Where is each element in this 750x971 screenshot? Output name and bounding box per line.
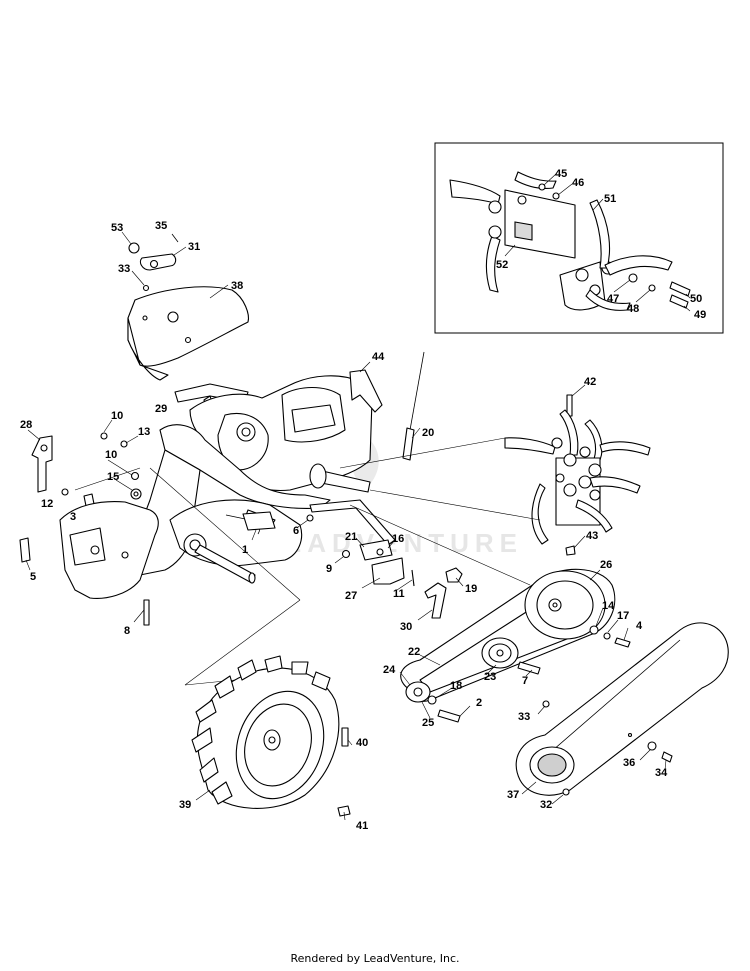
callout-29[interactable]: 29	[155, 403, 167, 415]
callout-10b[interactable]: 10	[105, 449, 117, 461]
callout-41[interactable]: 41	[356, 820, 368, 832]
left-frame-parts	[19, 419, 159, 626]
callout-31[interactable]: 31	[188, 241, 200, 253]
callout-26[interactable]: 26	[600, 559, 612, 571]
callout-46[interactable]: 46	[572, 177, 584, 189]
callout-8[interactable]: 8	[124, 625, 130, 637]
callout-11[interactable]: 11	[393, 588, 405, 600]
callout-47[interactable]: 47	[607, 293, 619, 305]
callout-25[interactable]: 25	[422, 717, 434, 729]
wheel-assembly	[191, 655, 353, 821]
callout-6[interactable]: 6	[293, 525, 299, 537]
callout-37[interactable]: 37	[507, 789, 519, 801]
callout-15[interactable]: 15	[107, 471, 119, 483]
callout-16[interactable]: 16	[392, 533, 404, 545]
callout-44[interactable]: 44	[372, 351, 385, 363]
callout-34[interactable]: 34	[655, 767, 668, 779]
callout-28[interactable]: 28	[20, 419, 32, 431]
callout-19[interactable]: 19	[465, 583, 477, 595]
middle-small-parts	[242, 351, 464, 621]
tine-assembly	[504, 384, 651, 556]
guard-assembly	[121, 231, 249, 381]
callout-38[interactable]: 38	[231, 280, 243, 292]
callout-45[interactable]: 45	[555, 168, 567, 180]
callout-1[interactable]: 1	[242, 544, 248, 556]
callout-20[interactable]: 20	[422, 427, 434, 439]
callout-10a[interactable]: 10	[111, 410, 123, 422]
callout-3[interactable]: 3	[70, 511, 76, 523]
callout-49[interactable]: 49	[694, 309, 706, 321]
callout-7[interactable]: 7	[522, 675, 528, 687]
callout-4[interactable]: 4	[636, 620, 643, 632]
tine-detail-inset	[434, 142, 724, 334]
belt-drive	[399, 568, 631, 723]
callout-27[interactable]: 27	[345, 590, 357, 602]
callout-32[interactable]: 32	[540, 799, 552, 811]
callout-52[interactable]: 52	[496, 259, 508, 271]
callout-17[interactable]: 17	[617, 610, 629, 622]
callout-35[interactable]: 35	[155, 220, 167, 232]
callout-36[interactable]: 36	[623, 757, 635, 769]
callout-9[interactable]: 9	[326, 563, 332, 575]
callout-labels: 1 2 3 4 5 6 7 8 9 10 10 11 12 13 14 15 1…	[20, 168, 706, 832]
callout-50[interactable]: 50	[690, 293, 702, 305]
callout-39[interactable]: 39	[179, 799, 191, 811]
callout-53[interactable]: 53	[111, 222, 123, 234]
callout-43[interactable]: 43	[586, 530, 598, 542]
callout-33a[interactable]: 33	[118, 263, 130, 275]
callout-22[interactable]: 22	[408, 646, 420, 658]
callout-23[interactable]: 23	[484, 671, 496, 683]
callout-21[interactable]: 21	[345, 531, 357, 543]
callout-18[interactable]: 18	[450, 680, 462, 692]
callout-48[interactable]: 48	[627, 303, 639, 315]
belt-cover	[515, 622, 729, 805]
transmission-housing	[134, 361, 396, 584]
callout-24[interactable]: 24	[383, 664, 396, 676]
callout-33b[interactable]: 33	[518, 711, 530, 723]
callout-30[interactable]: 30	[400, 621, 412, 633]
callout-42[interactable]: 42	[584, 376, 596, 388]
footer-credit: Rendered by LeadVenture, Inc.	[290, 952, 460, 965]
explode-lines	[74, 437, 541, 686]
callout-40[interactable]: 40	[356, 737, 368, 749]
callout-12[interactable]: 12	[41, 498, 53, 510]
callout-5[interactable]: 5	[30, 571, 36, 583]
callout-14[interactable]: 14	[602, 600, 615, 612]
callout-51[interactable]: 51	[604, 193, 616, 205]
callout-2[interactable]: 2	[476, 697, 482, 709]
callout-13[interactable]: 13	[138, 426, 150, 438]
